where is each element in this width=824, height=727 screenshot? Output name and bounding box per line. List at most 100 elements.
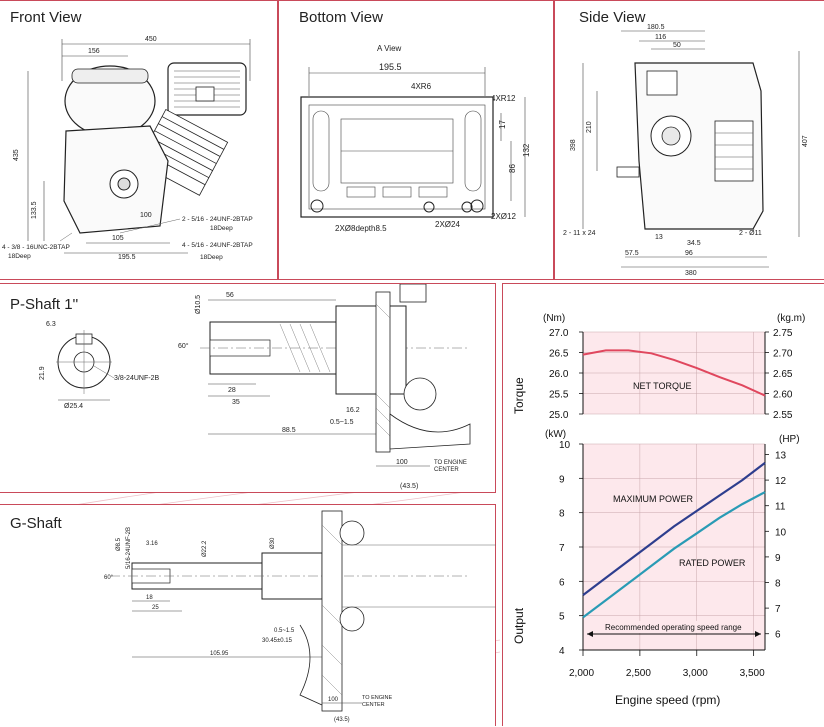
pshaft-drawing: 6.3 21.9 3/8-24UNF-2B Ø25.4 56 Ø10.5 60° <box>39 284 471 490</box>
front-note-4: 18Deep <box>8 253 31 260</box>
front-note-2: 18Deep <box>210 225 233 232</box>
gshaft-panel: G-Shaft Ø8.5 5/16-24UNF-2B 3.16 60° Ø22.… <box>0 504 496 726</box>
output-tick-label-right: 9 <box>775 553 781 564</box>
front-dim-105: 105 <box>112 235 124 242</box>
torque-tick-label-right: 2.75 <box>773 328 793 339</box>
output-tick-label-left: 7 <box>559 543 565 554</box>
performance-chart-panel: (Nm) (kg.m) Torque (kW) (HP) Output Engi… <box>502 283 824 726</box>
gshaft-dim-222: Ø22.2 <box>202 540 208 557</box>
front-note-3: 4 - 3/8 - 16UNC-2BTAP <box>2 244 70 251</box>
bottom-view-panel: Bottom View A View 195.5 4XR6 4XR12 17 8… <box>278 0 554 280</box>
side-dim-13: 13 <box>655 234 663 241</box>
output-tick-label-right: 6 <box>775 630 781 641</box>
pshaft-dim-28: 28 <box>228 387 236 394</box>
side-dim-57: 57.5 <box>625 250 639 257</box>
side-dim-96: 96 <box>685 250 693 257</box>
side-dim-50: 50 <box>673 42 681 49</box>
output-tick-label-right: 13 <box>775 450 787 461</box>
bottom-dim-132: 132 <box>522 143 531 157</box>
bottom-note-2: 2XØ24 <box>435 220 460 229</box>
side-dim-380: 380 <box>685 270 697 277</box>
gshaft-dim-85: Ø8.5 <box>116 537 122 551</box>
pshaft-note-254: Ø25.4 <box>64 403 83 410</box>
pshaft-title: P-Shaft 1'' <box>10 296 79 313</box>
output-tick-label-left: 6 <box>559 577 565 588</box>
gshaft-title: G-Shaft <box>10 515 62 532</box>
gshaft-dim-100: 100 <box>328 697 339 703</box>
pshaft-dim-56: 56 <box>226 292 234 299</box>
pshaft-note-63: 6.3 <box>46 321 56 328</box>
pshaft-note-thread: 3/8-24UNF-2B <box>114 375 159 382</box>
bottom-dim-17: 17 <box>498 120 507 129</box>
torque-tick-label-right: 2.55 <box>773 410 793 421</box>
bottom-dim-4xr12: 4XR12 <box>491 94 516 103</box>
torque-tick-label-left: 27.0 <box>549 328 569 339</box>
output-tick-label-left: 8 <box>559 509 565 520</box>
pshaft-dim-162: 16.2 <box>346 407 360 414</box>
gshaft-dim-18: 18 <box>146 595 153 601</box>
front-note-1: 2 - 5/16 - 24UNF-2BTAP <box>182 216 253 223</box>
side-dim-407: 407 <box>802 135 809 147</box>
front-note-6: 18Deep <box>200 254 223 261</box>
output-tick-label-left: 10 <box>559 440 571 451</box>
side-dim-180: 180.5 <box>647 24 665 31</box>
pshaft-dim-100: 100 <box>396 459 408 466</box>
bottom-dim-195: 195.5 <box>379 62 402 72</box>
bottom-view-title: Bottom View <box>299 9 383 26</box>
side-dim-210: 210 <box>586 121 593 133</box>
rated-power-label: RATED POWER <box>679 558 746 568</box>
front-dim-133: 133.5 <box>31 201 38 219</box>
gshaft-dim-30: Ø30 <box>270 537 276 549</box>
gshaft-dim-05: 0.5~1.5 <box>274 628 295 634</box>
gshaft-dim-25: 25 <box>152 605 159 611</box>
gshaft-dim-316: 3.16 <box>146 541 158 547</box>
gshaft-dim-10595: 105.95 <box>210 651 229 657</box>
side-view-panel: Side View 180.5 116 50 398 210 407 2 - 1… <box>554 0 824 280</box>
front-note-5: 4 - 5/16 - 24UNF-2BTAP <box>182 242 253 249</box>
side-dim-34: 34.5 <box>687 240 701 247</box>
speed-range-label: Recommended operating speed range <box>605 623 742 632</box>
side-dim-116: 116 <box>655 34 666 41</box>
front-view-title: Front View <box>10 9 82 26</box>
output-tick-label-left: 9 <box>559 474 565 485</box>
pshaft-dim-60: 60° <box>178 342 189 350</box>
torque-axis-label: Torque <box>512 377 526 414</box>
front-view-drawing: 450 156 435 133.5 105 <box>2 36 253 261</box>
side-view-drawing: 180.5 116 50 398 210 407 2 - 11 x 24 2 -… <box>563 24 809 277</box>
output-unit-left: (kW) <box>545 429 566 440</box>
pshaft-note-219: 21.9 <box>39 366 46 380</box>
x-axis-label: Engine speed (rpm) <box>615 693 720 707</box>
torque-tick-label-left: 26.5 <box>549 349 569 360</box>
torque-tick-label-left: 26.0 <box>549 369 569 380</box>
gshaft-dim-435: (43.5) <box>334 717 350 723</box>
output-axis-label: Output <box>512 607 526 644</box>
speed-range-arrow-left <box>587 631 593 637</box>
x-tick-label: 2,500 <box>626 668 651 679</box>
pshaft-dim-105: Ø10.5 <box>195 295 202 314</box>
bottom-dim-86: 86 <box>508 164 517 173</box>
gshaft-note-60: 60° <box>104 575 114 581</box>
bottom-note-3: 2XØ12 <box>491 212 516 221</box>
output-tick-label-right: 8 <box>775 579 781 590</box>
gshaft-dim-3045: 30.45±0.15 <box>262 638 293 644</box>
bottom-note-1: 2XØ8depth8.5 <box>335 224 387 233</box>
front-dim-435: 435 <box>13 149 20 161</box>
bottom-subtitle: A View <box>377 44 402 53</box>
x-tick-label: 2,000 <box>569 668 594 679</box>
pshaft-dim-885: 88.5 <box>282 427 296 434</box>
x-tick-label: 3,500 <box>740 668 765 679</box>
front-dim-156: 156 <box>88 48 100 55</box>
front-dim-450: 450 <box>145 36 157 43</box>
output-tick-label-right: 11 <box>775 502 786 513</box>
torque-unit-left: (Nm) <box>543 313 565 324</box>
gshaft-note-center: CENTER <box>362 702 385 708</box>
speed-range-label-bg <box>603 621 745 633</box>
pshaft-dim-435: (43.5) <box>400 483 418 490</box>
pshaft-note-center: CENTER <box>434 467 459 473</box>
net-torque-label: NET TORQUE <box>633 381 692 391</box>
torque-tick-label-right: 2.60 <box>773 390 793 401</box>
output-tick-label-left: 5 <box>559 612 565 623</box>
torque-tick-label-right: 2.70 <box>773 349 793 360</box>
torque-unit-right: (kg.m) <box>777 313 805 324</box>
output-unit-right: (HP) <box>779 434 800 445</box>
